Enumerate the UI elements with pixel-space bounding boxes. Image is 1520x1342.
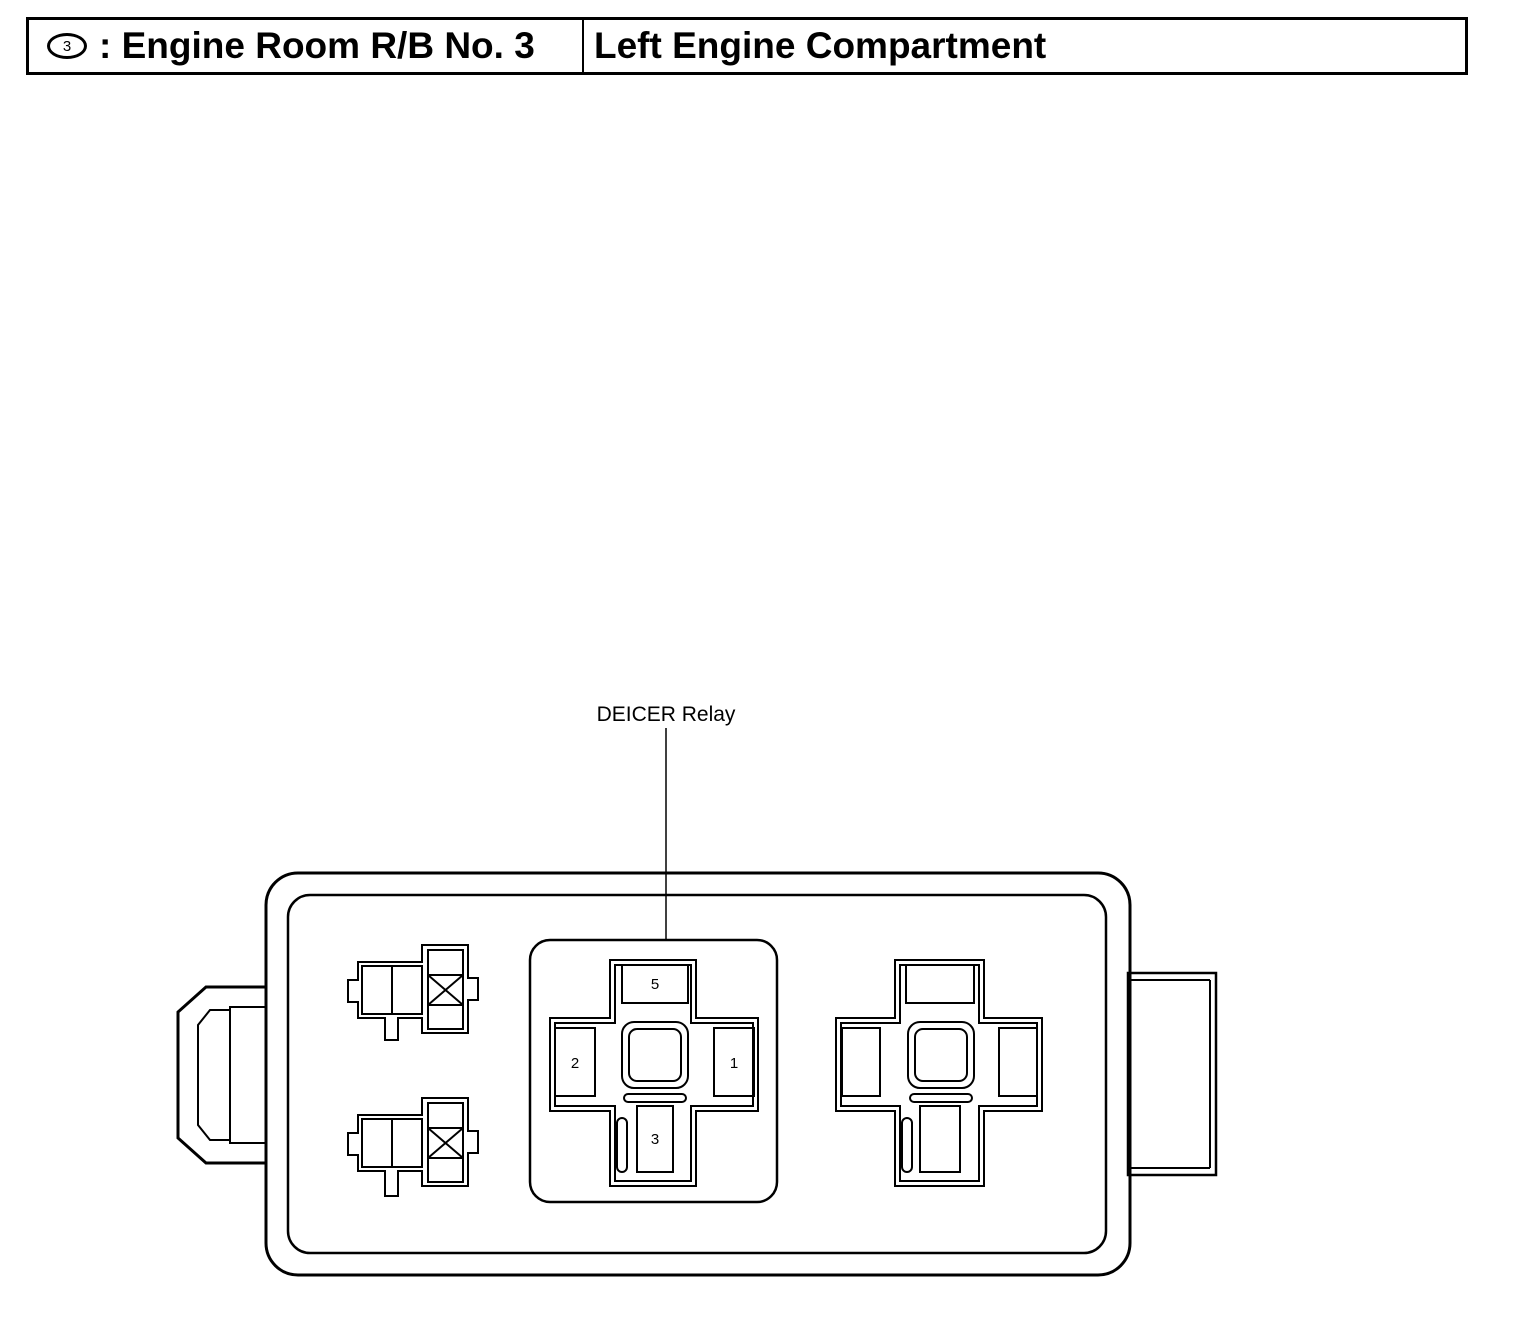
title-bar: 3 : Engine Room R/B No. 3 Left Engine Co… bbox=[26, 17, 1468, 75]
terminal-5-slot bbox=[621, 964, 689, 1004]
deicer-relay-label: DEICER Relay bbox=[597, 703, 736, 726]
spare-relay-socket bbox=[835, 959, 1043, 1187]
connector-number-badge: 3 bbox=[47, 33, 87, 59]
terminal-5-label: 5 bbox=[651, 976, 659, 993]
title-cell: 3 : Engine Room R/B No. 3 bbox=[29, 20, 584, 72]
terminal-1-label: 1 bbox=[730, 1055, 738, 1072]
location-cell: Left Engine Compartment bbox=[584, 20, 1465, 72]
deicer-relay-socket: 5 2 1 3 bbox=[528, 938, 779, 1204]
left-mounting-tab bbox=[176, 985, 266, 1165]
location-title: Left Engine Compartment bbox=[594, 25, 1047, 66]
small-relay-socket-upper bbox=[347, 944, 479, 1041]
small-relay-socket-lower bbox=[347, 1097, 479, 1197]
relay-block-title: : Engine Room R/B No. 3 bbox=[99, 25, 535, 66]
badge-number: 3 bbox=[62, 37, 72, 55]
terminal-2-slot bbox=[554, 1027, 596, 1097]
right-mounting-tab bbox=[1126, 971, 1218, 1177]
terminal-2-label: 2 bbox=[571, 1055, 579, 1072]
terminal-1-slot bbox=[713, 1027, 755, 1097]
relay-block-housing bbox=[264, 871, 1132, 1277]
deicer-relay-frame bbox=[528, 938, 779, 1204]
terminal-3-label: 3 bbox=[651, 1131, 659, 1148]
relay-block-inner-frame bbox=[286, 893, 1108, 1255]
terminal-3-slot bbox=[636, 1105, 674, 1173]
